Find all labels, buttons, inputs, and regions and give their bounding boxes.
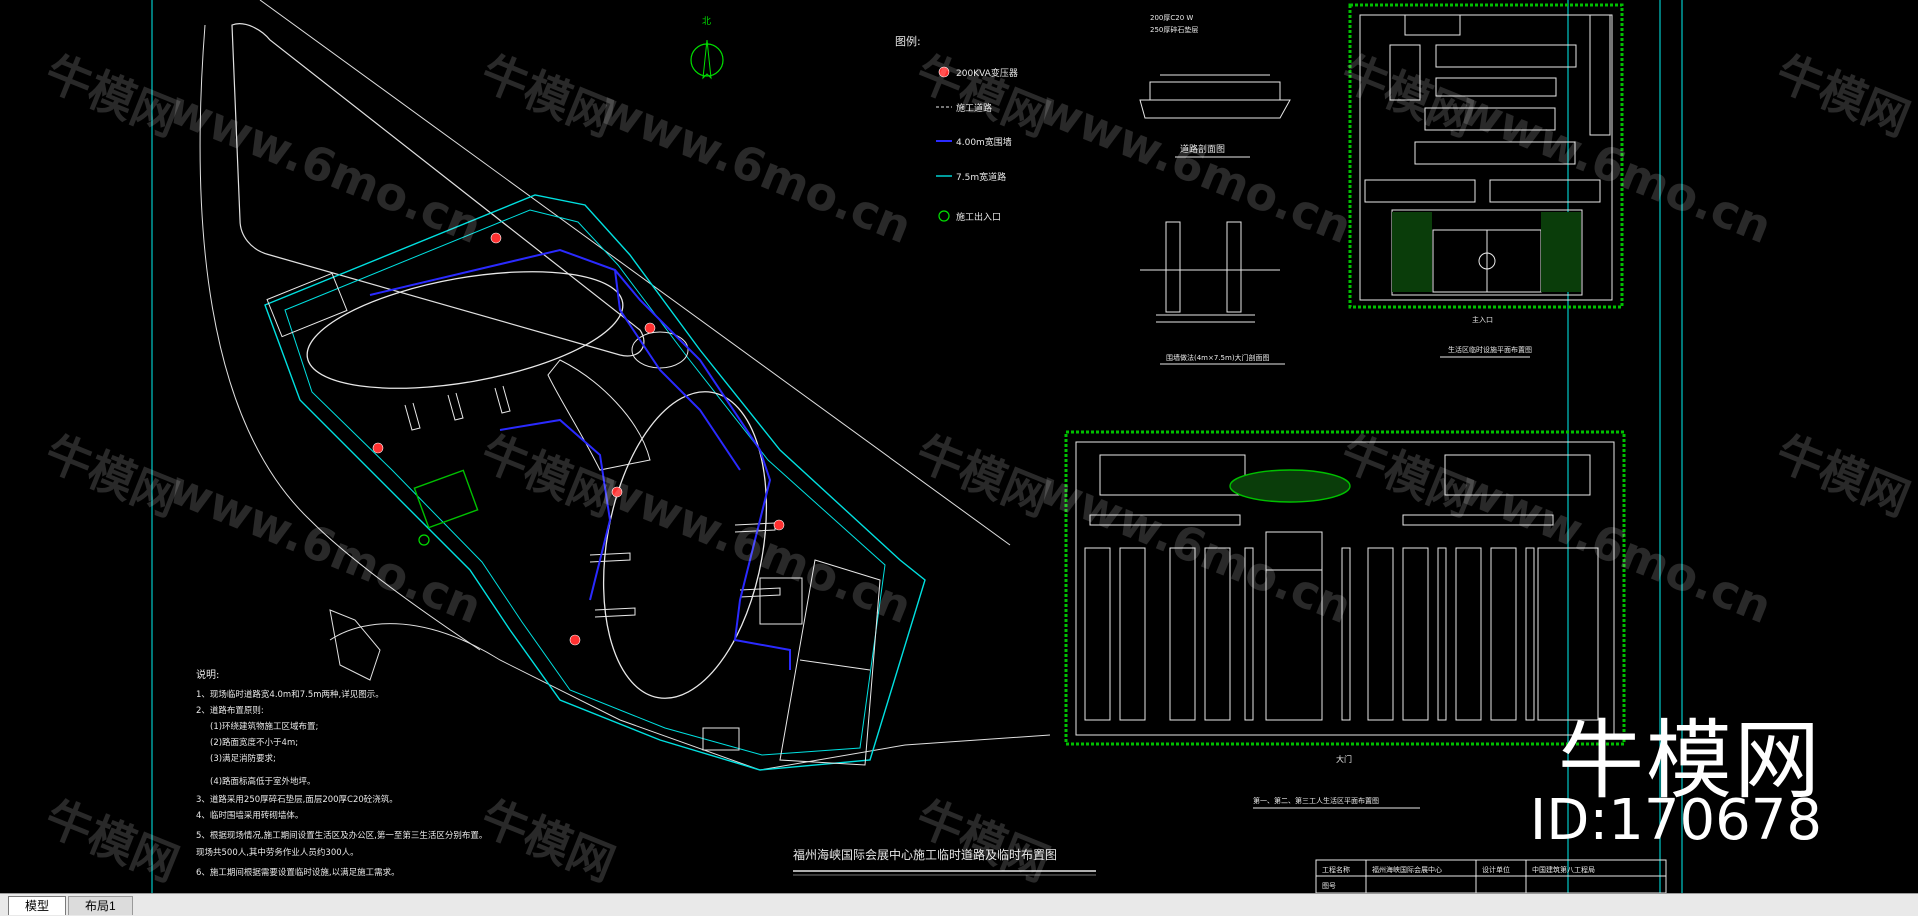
note-line: 5、根据现场情况,施工期间设置生活区及办公区,第一至第三生活区分别布置。 bbox=[196, 830, 487, 841]
building-hall-b bbox=[602, 391, 768, 699]
title-block-design-label: 设计单位 bbox=[1482, 865, 1510, 874]
legend-item-entrance: 施工出入口 bbox=[956, 211, 1001, 223]
camp-entrance-label: 主入口 bbox=[1472, 315, 1493, 324]
legend-title: 图例: bbox=[895, 34, 921, 48]
north-label: 北 bbox=[702, 16, 711, 27]
road-section-title: 道路剖面图 bbox=[1180, 143, 1225, 155]
temporary-wall bbox=[369, 248, 791, 670]
brand-name: 牛模网 bbox=[1558, 711, 1822, 811]
note-line: 2、道路布置原则: bbox=[196, 705, 264, 716]
title-block-project-label: 工程名称 bbox=[1322, 865, 1350, 874]
brand-id: ID:170678 bbox=[1529, 788, 1822, 853]
note-line: 3、道路采用250厚碎石垫层,面层200厚C20砼浇筑。 bbox=[196, 794, 398, 805]
road-edge-right bbox=[259, 0, 1011, 546]
site-office-green bbox=[413, 469, 479, 529]
workshop-yard bbox=[779, 559, 881, 766]
main-title: 福州海峡国际会展中心施工临时道路及临时布置图 bbox=[793, 847, 1057, 862]
yard-plan-title: 第一、第二、第三工人生活区平面布置图 bbox=[1253, 796, 1379, 805]
transformer-markers bbox=[372, 232, 785, 646]
legend-item-road75: 7.5m宽道路 bbox=[956, 171, 1006, 183]
layout-tab-bar: 模型 布局1 bbox=[0, 893, 1918, 916]
note-line: 1、现场临时道路宽4.0m和7.5m两种,详见图示。 bbox=[196, 689, 384, 700]
note-line: 现场共500人,其中劳务作业人员约300人。 bbox=[196, 847, 359, 858]
note-line: 4、临时围墙采用砖砌墙体。 bbox=[196, 810, 303, 821]
legend-item-wall: 4.00m宽围墙 bbox=[956, 136, 1012, 148]
wall-section-detail bbox=[1140, 221, 1280, 323]
road-section-label: 250厚碎石垫层 bbox=[1150, 25, 1198, 34]
note-line: 6、施工期间根据需要设置临时设施,以满足施工需求。 bbox=[196, 867, 400, 878]
title-block-project-name: 福州海峡国际会展中心 bbox=[1372, 865, 1442, 874]
transformer-icon bbox=[938, 66, 950, 78]
guard-box bbox=[702, 727, 740, 751]
entrance-icon bbox=[938, 210, 950, 222]
note-line: (4)路面标高低于室外地坪。 bbox=[210, 776, 316, 787]
note-line: (3)满足消防要求; bbox=[210, 753, 276, 764]
note-line: (2)路面宽度不小于4m; bbox=[210, 737, 298, 748]
title-block-drawing-label: 图号 bbox=[1322, 882, 1336, 890]
legend-item-road: 施工道路 bbox=[956, 102, 992, 114]
yard-gate-label: 大门 bbox=[1336, 754, 1352, 764]
camp-plan-title: 生活区临时设施平面布置图 bbox=[1448, 345, 1532, 354]
camp-plan bbox=[1348, 3, 1624, 309]
yard-pond bbox=[1229, 469, 1351, 503]
road-edge-bottom bbox=[329, 623, 1051, 771]
site-entrance-marker bbox=[418, 534, 430, 546]
storage-block bbox=[759, 577, 803, 625]
worker-yard-plan bbox=[1064, 430, 1626, 746]
road-section-detail bbox=[1139, 74, 1291, 119]
wall-section-title: 围墙做法(4m×7.5m)大门剖面图 bbox=[1166, 353, 1270, 362]
site-boundary-triangle bbox=[231, 23, 645, 357]
building-small-oval bbox=[631, 331, 689, 369]
tab-model[interactable]: 模型 bbox=[8, 896, 67, 915]
camp-lawn-left bbox=[1392, 212, 1432, 292]
tab-layout1[interactable]: 布局1 bbox=[68, 896, 133, 915]
legend-item-transformer: 200KVA变压器 bbox=[956, 67, 1018, 79]
road-edge-left bbox=[199, 24, 481, 651]
notes-title: 说明: bbox=[196, 668, 219, 681]
road-section-label: 200厚C20 W bbox=[1150, 14, 1193, 22]
corner-stub bbox=[329, 609, 381, 681]
notes-list: 1、现场临时道路宽4.0m和7.5m两种,详见图示。 2、道路布置原则: (1)… bbox=[196, 689, 487, 878]
north-arrow-icon bbox=[690, 39, 724, 80]
building-hall-a bbox=[306, 271, 624, 389]
title-block-design-unit: 中国建筑第八工程局 bbox=[1532, 865, 1595, 874]
site-road-boundary bbox=[264, 194, 926, 771]
site-road-inner bbox=[284, 209, 886, 756]
site-plan-drawing: 北 图例: 200KVA变压器 施工道路 4.00m宽围墙 7.5m宽道路 施工… bbox=[151, 0, 1683, 893]
note-line: (1)环绕建筑物施工区域布置; bbox=[210, 721, 318, 732]
camp-block-a bbox=[266, 272, 348, 338]
building-wing bbox=[547, 359, 651, 471]
dormitory-blocks bbox=[1084, 547, 1599, 721]
building-stubs bbox=[404, 385, 781, 618]
camp-lawn-right bbox=[1541, 212, 1581, 292]
title-block bbox=[1315, 859, 1667, 893]
cad-model-space[interactable]: 北 图例: 200KVA变压器 施工道路 4.00m宽围墙 7.5m宽道路 施工… bbox=[0, 0, 1918, 893]
